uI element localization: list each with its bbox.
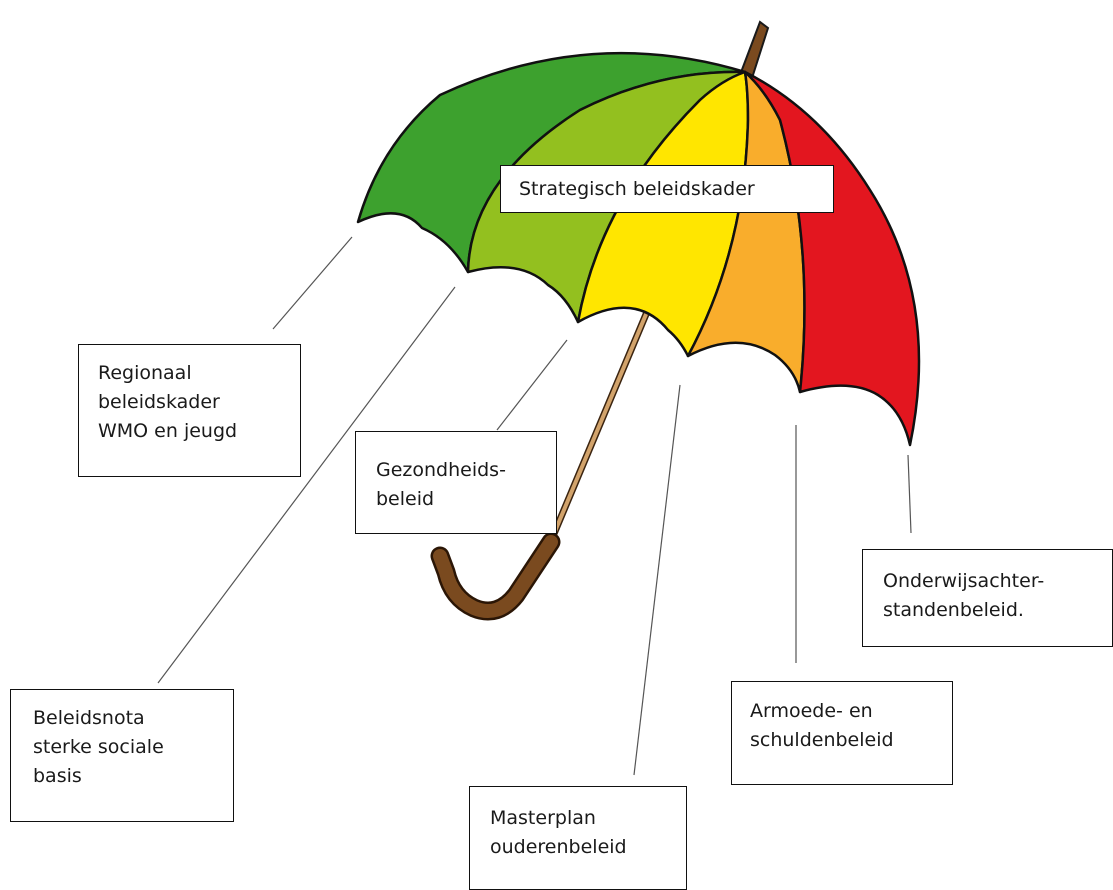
label-regionaal-beleidskader-text: Regionaal beleidskader WMO en jeugd [98, 362, 238, 442]
label-beleidsnota-sterke-sociale-basis-text: Beleidsnota sterke sociale basis [33, 707, 164, 787]
label-strategisch-beleidskader-text: Strategisch beleidskader [519, 178, 755, 200]
connector-onderwijs [907, 454, 912, 534]
label-gezondheidsbeleid-text: Gezondheids- beleid [376, 459, 506, 510]
connector-beleidsnota [157, 286, 456, 684]
label-gezondheidsbeleid: Gezondheids- beleid [355, 431, 557, 534]
label-masterplan-ouderenbeleid-text: Masterplan ouderenbeleid [490, 807, 627, 858]
label-beleidsnota-sterke-sociale-basis: Beleidsnota sterke sociale basis [10, 689, 234, 822]
label-armoede-schuldenbeleid-text: Armoede- en schuldenbeleid [750, 700, 894, 751]
label-armoede-schuldenbeleid: Armoede- en schuldenbeleid [731, 681, 953, 785]
umbrella-tip [738, 20, 770, 80]
connector-regionaal [272, 236, 353, 330]
connector-gezondheid [496, 339, 568, 431]
label-masterplan-ouderenbeleid: Masterplan ouderenbeleid [469, 786, 687, 890]
label-onderwijsachterstandenbeleid-text: Onderwijsachter- standenbeleid. [883, 570, 1045, 621]
label-onderwijsachterstandenbeleid: Onderwijsachter- standenbeleid. [862, 549, 1113, 647]
connector-masterplan [633, 384, 681, 776]
label-strategisch-beleidskader: Strategisch beleidskader [500, 165, 834, 213]
label-regionaal-beleidskader: Regionaal beleidskader WMO en jeugd [78, 344, 301, 477]
